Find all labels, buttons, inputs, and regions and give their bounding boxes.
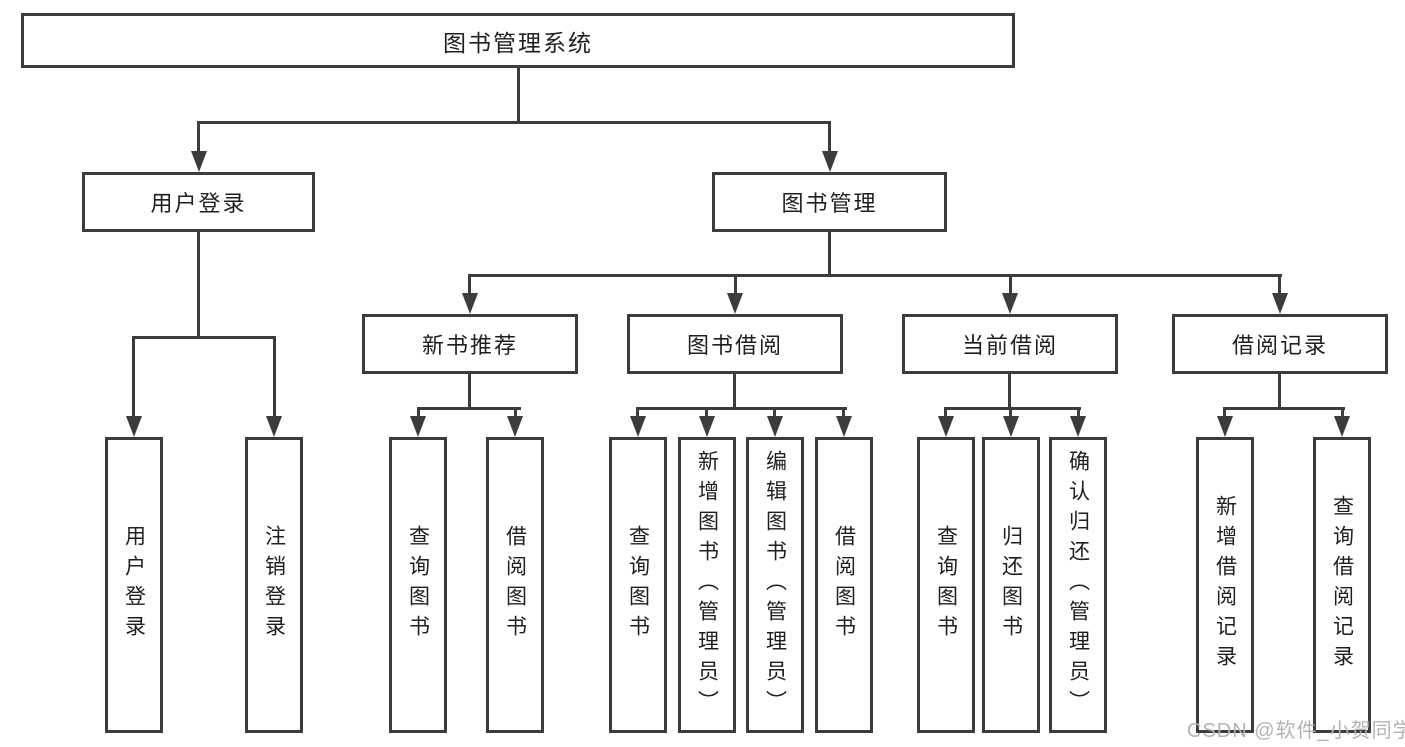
node-current-borrowing: 当前借阅 (902, 314, 1118, 374)
node-label: 当前借阅 (961, 333, 1058, 358)
connector-line (1278, 374, 1281, 410)
arrow-down-icon (507, 416, 523, 437)
connector-line (1009, 407, 1012, 418)
leaf-logout-login: 注销登录 (245, 437, 303, 733)
connector-line (773, 407, 776, 418)
leaf-edit-book-admin: 编辑图书（管理员） (746, 437, 804, 733)
arrow-down-icon (1217, 416, 1233, 437)
connector-line (468, 274, 471, 295)
node-label: 图书管理 (781, 191, 878, 216)
arrow-down-icon (727, 293, 743, 314)
connector-line (132, 336, 276, 339)
node-book-borrowing: 图书借阅 (627, 314, 843, 374)
leaf-label: 查询借阅记录 (1330, 495, 1354, 675)
arrow-down-icon (1334, 416, 1350, 437)
arrow-down-icon (266, 416, 282, 437)
node-label: 用户登录 (150, 191, 247, 216)
connector-line (636, 407, 847, 410)
arrow-down-icon (938, 416, 954, 437)
arrow-down-icon (191, 151, 207, 172)
connector-line (468, 374, 471, 410)
node-new-book-recommendation: 新书推荐 (362, 314, 578, 374)
connector-line (1223, 407, 1345, 410)
arrow-down-icon (1272, 293, 1288, 314)
node-user-login: 用户登录 (82, 172, 315, 232)
connector-line (705, 407, 708, 418)
csdn-watermark: CSDN @软件_小贺同学 (1187, 720, 1405, 742)
arrow-down-icon (1002, 293, 1018, 314)
leaf-add-borrow-record: 新增借阅记录 (1196, 437, 1254, 733)
leaf-label: 注销登录 (262, 525, 286, 645)
connector-line (197, 121, 831, 124)
connector-line (636, 407, 639, 418)
leaf-user-login: 用户登录 (105, 437, 163, 733)
node-label: 借阅记录 (1231, 333, 1328, 358)
connector-line (1009, 274, 1012, 295)
connector-line (1077, 407, 1080, 418)
node-label: 图书管理系统 (443, 29, 593, 56)
node-library-system: 图书管理系统 (21, 13, 1015, 68)
connector-line (1341, 407, 1344, 418)
connector-line (468, 274, 1282, 277)
connector-line (1278, 274, 1281, 295)
connector-line (1008, 374, 1011, 410)
leaf-label: 查询图书 (934, 525, 958, 645)
leaf-label: 查询图书 (626, 525, 650, 645)
leaf-confirm-return-admin: 确认归还（管理员） (1049, 437, 1107, 733)
arrow-down-icon (767, 416, 783, 437)
connector-line (828, 232, 831, 277)
connector-line (132, 336, 135, 418)
connector-line (734, 274, 737, 295)
leaf-label: 编辑图书（管理员） (763, 450, 787, 720)
leaf-borrow-books-recommend: 借阅图书 (486, 437, 544, 733)
connector-line (944, 407, 1081, 410)
arrow-down-icon (410, 416, 426, 437)
connector-line (828, 121, 831, 153)
leaf-label: 归还图书 (999, 525, 1023, 645)
leaf-query-books-recommend: 查询图书 (389, 437, 447, 733)
connector-line (517, 68, 520, 124)
node-book-management: 图书管理 (712, 172, 947, 232)
node-label: 新书推荐 (421, 333, 518, 358)
leaf-label: 用户登录 (122, 525, 146, 645)
leaf-label: 借阅图书 (832, 525, 856, 645)
connector-line (197, 232, 200, 339)
leaf-query-books-current: 查询图书 (917, 437, 975, 733)
connector-line (733, 374, 736, 410)
connector-line (842, 407, 845, 418)
arrow-down-icon (630, 416, 646, 437)
connector-line (417, 407, 420, 418)
arrow-down-icon (1070, 416, 1086, 437)
leaf-return-book: 归还图书 (982, 437, 1040, 733)
connector-line (944, 407, 947, 418)
leaf-label: 确认归还（管理员） (1066, 450, 1090, 720)
connector-line (417, 407, 521, 410)
leaf-add-book-admin: 新增图书（管理员） (678, 437, 736, 733)
arrow-down-icon (822, 151, 838, 172)
leaf-label: 新增借阅记录 (1213, 495, 1237, 675)
leaf-query-borrow-record: 查询借阅记录 (1313, 437, 1371, 733)
node-borrowing-records: 借阅记录 (1172, 314, 1388, 374)
connector-line (514, 407, 517, 418)
leaf-label: 新增图书（管理员） (695, 450, 719, 720)
leaf-label: 查询图书 (406, 525, 430, 645)
arrow-down-icon (699, 416, 715, 437)
arrow-down-icon (462, 293, 478, 314)
arrow-down-icon (1003, 416, 1019, 437)
arrow-down-icon (126, 416, 142, 437)
leaf-query-books-borrow: 查询图书 (609, 437, 667, 733)
node-label: 图书借阅 (686, 333, 783, 358)
connector-line (197, 121, 200, 153)
connector-line (273, 336, 276, 418)
leaf-borrow-books-borrow: 借阅图书 (815, 437, 873, 733)
connector-line (1223, 407, 1226, 418)
leaf-label: 借阅图书 (503, 525, 527, 645)
arrow-down-icon (836, 416, 852, 437)
